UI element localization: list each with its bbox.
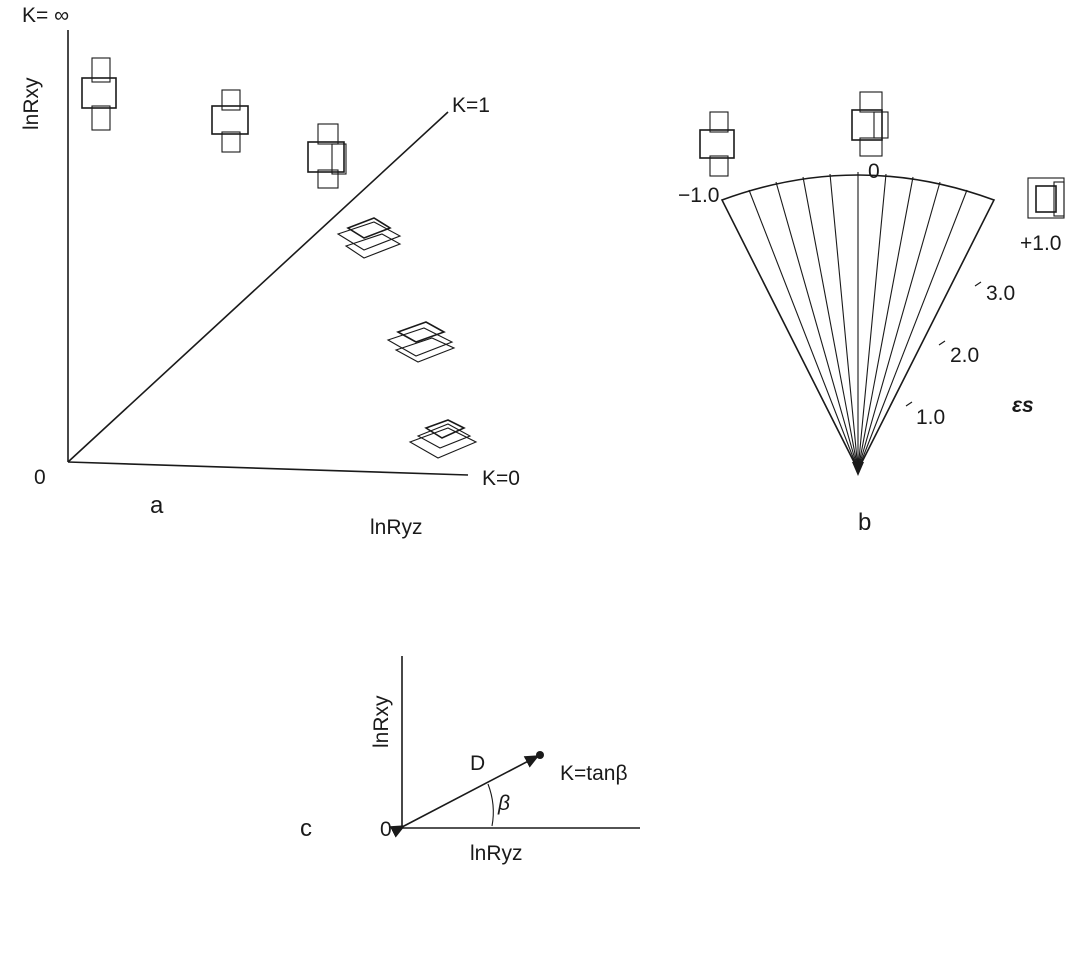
fan-left-label: −1.0 [678,184,719,207]
prolate-block-2 [212,90,248,152]
beta-angle-arc [488,784,493,826]
scale-tick-3 [975,282,981,286]
prolate-icon-b [700,112,734,176]
scale-tick-1 [906,402,912,406]
panel-b: 1.0 2.0 3.0 εs −1.0 0 +1.0 b [678,92,1064,536]
panel-a-x-axis-label: lnRyz [370,516,423,539]
scale-tick-2 [939,341,945,345]
scale-label-3: 3.0 [986,282,1015,305]
prolate-block-3 [308,124,346,188]
panel-a-origin-label: 0 [34,466,46,489]
panel-a-x-axis [68,462,468,475]
vector-d-label: D [470,752,485,775]
panel-c-letter: c [300,815,312,842]
panel-b-letter: b [858,509,871,536]
panel-a-y-axis-label: lnRxy [20,77,43,130]
oblate-icon-b [1028,178,1064,218]
k-zero-label: K=0 [482,467,520,490]
beta-label: β [497,792,510,815]
panel-a-k1-line [68,112,448,462]
k-infinity-label: K= ∞ [22,4,69,27]
strain-symbol-label: εs [1012,394,1034,417]
panel-c: D β K=tanβ 0 lnRyz lnRxy c [300,656,640,865]
panel-a: K= ∞ K=1 K=0 0 lnRyz lnRxy a [20,4,520,539]
panel-c-y-axis-label: lnRxy [370,695,393,748]
oblate-block-3 [410,420,476,458]
strain-point [536,751,544,759]
panel-c-origin-label: 0 [380,818,392,841]
scale-label-1: 1.0 [916,406,945,429]
plane-strain-icon-b [852,92,888,156]
k-one-label: K=1 [452,94,490,117]
fan-apex-mark [852,462,864,476]
panel-a-letter: a [150,492,164,519]
scale-label-2: 2.0 [950,344,979,367]
k-formula-label: K=tanβ [560,762,628,785]
oblate-block-1 [338,218,400,258]
prolate-block-1 [82,58,116,130]
fan-right-label: +1.0 [1020,232,1061,255]
fan-top-label: 0 [868,160,880,183]
panel-c-x-axis-label: lnRyz [470,842,523,865]
oblate-block-2 [388,322,454,362]
